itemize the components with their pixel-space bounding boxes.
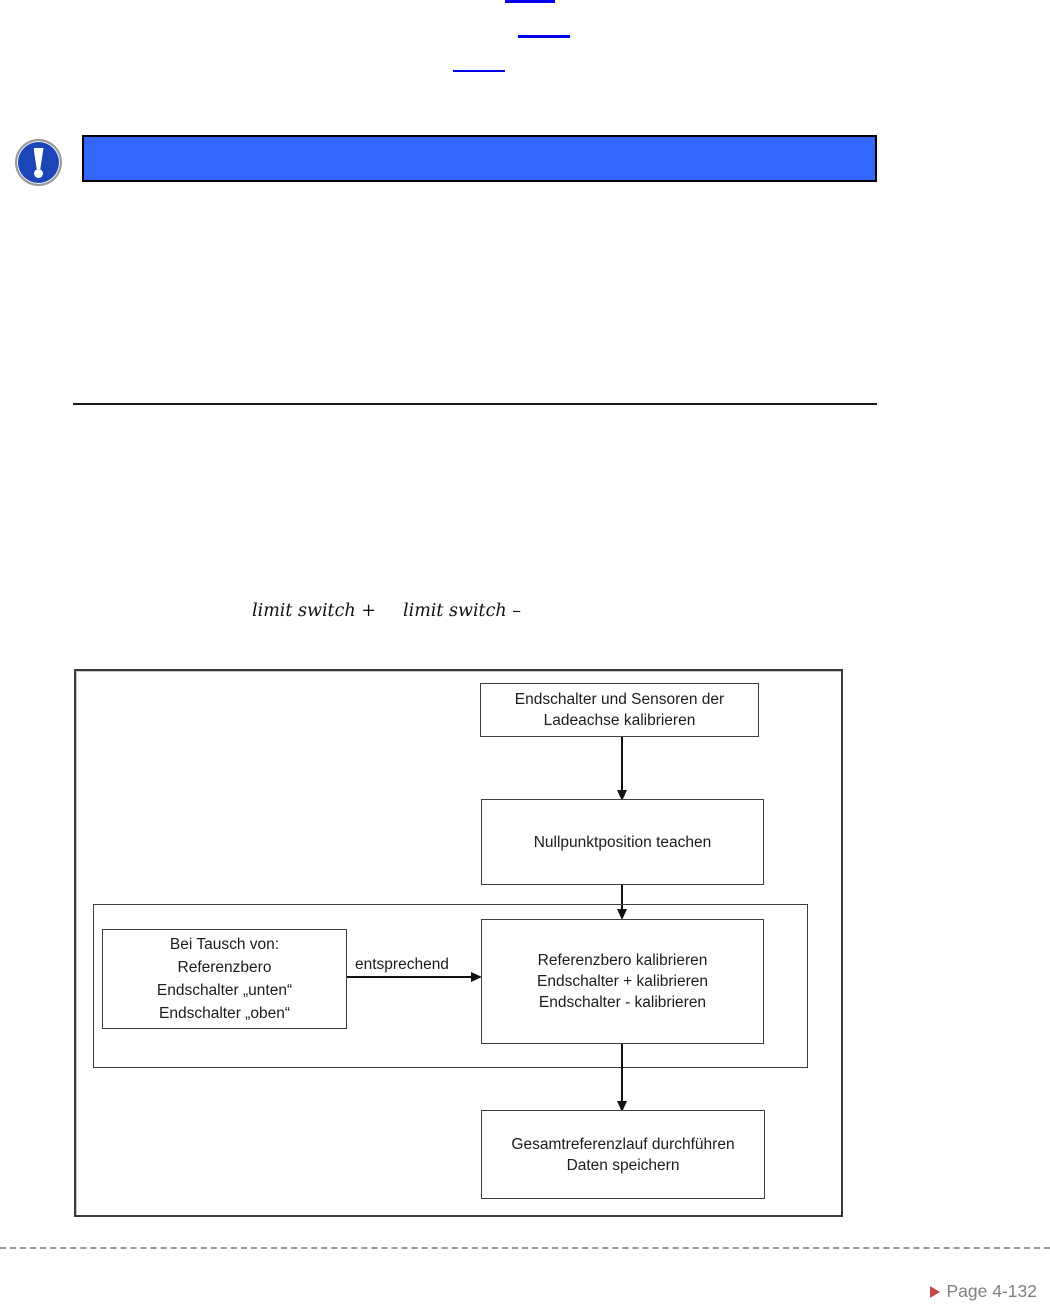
flowchart-frame: Endschalter und Sensoren der Ladeachse k… xyxy=(74,669,843,1217)
box-text-line: Ladeachse kalibrieren xyxy=(543,712,696,729)
page-arrow-icon xyxy=(929,1285,940,1298)
flowchart-box-calibrate-sensors: Endschalter und Sensoren der Ladeachse k… xyxy=(480,683,759,737)
box-text-line: Endschalter „unten“ xyxy=(156,982,293,999)
arrow-right-icon xyxy=(471,971,482,982)
arrow-line-3 xyxy=(621,1044,623,1101)
box-text-line: Endschalter „oben“ xyxy=(159,1005,290,1022)
footer-page-indicator: Page 4-132 xyxy=(929,1281,1038,1302)
flowchart-box-teach-zero: Nullpunktposition teachen xyxy=(481,799,764,885)
info-exclamation-icon xyxy=(15,139,62,186)
flowchart-box-full-reference-run: Gesamtreferenzlauf durchführen Daten spe… xyxy=(481,1110,765,1199)
section-divider xyxy=(73,403,877,405)
top-link-1[interactable] xyxy=(505,0,555,3)
arrow-line-1 xyxy=(621,737,623,790)
box-text-line: Endschalter und Sensoren der xyxy=(514,691,725,708)
arrow-label: entsprechend xyxy=(355,956,449,973)
box-text-line: Daten speichern xyxy=(566,1156,680,1174)
arrow-line-horizontal xyxy=(347,976,472,978)
exclamation-dot xyxy=(34,169,43,178)
flowchart-box-calibrate-reference: Referenzbero kalibrieren Endschalter + k… xyxy=(481,919,764,1044)
box-text-line: Nullpunktposition teachen xyxy=(533,833,712,851)
box-text-line: Bei Tausch von: xyxy=(169,936,280,953)
box-text-line: Endschalter + kalibrieren xyxy=(536,973,709,990)
arrow-down-icon xyxy=(616,1101,627,1112)
text-fragment-limit-switch-plus: limit switch + xyxy=(252,601,376,621)
top-link-3[interactable] xyxy=(453,70,505,72)
box-text-line: Referenzbero xyxy=(177,959,272,976)
arrow-line-2 xyxy=(621,885,623,909)
page-number-label: Page 4-132 xyxy=(946,1281,1038,1301)
arrow-down-icon xyxy=(616,909,627,920)
exclamation-bar xyxy=(33,148,44,169)
flowchart-group-container xyxy=(93,904,808,1068)
text-fragment-limit-switch-minus: limit switch – xyxy=(403,601,521,621)
flowchart-box-on-replacement: Bei Tausch von: Referenzbero Endschalter… xyxy=(102,929,347,1029)
footer-dashed-divider xyxy=(0,1247,1050,1249)
top-link-2[interactable] xyxy=(518,35,570,38)
arrow-down-icon xyxy=(616,790,627,801)
box-text-line: Referenzbero kalibrieren xyxy=(537,952,708,969)
notice-banner xyxy=(82,135,877,182)
box-text-line: Gesamtreferenzlauf durchführen xyxy=(511,1135,735,1153)
box-text-line: Endschalter - kalibrieren xyxy=(538,994,707,1011)
